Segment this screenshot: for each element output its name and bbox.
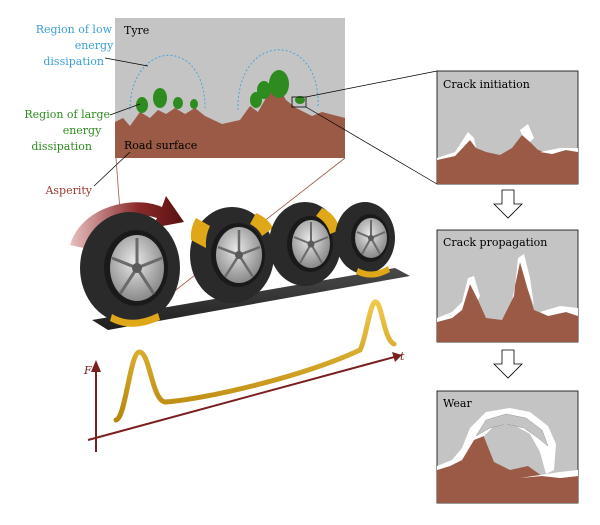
large-dissipation-label-1: Region of large bbox=[24, 108, 110, 121]
crack-propagation-title: Crack propagation bbox=[443, 236, 547, 249]
left-annotations: Region of low energy dissipation Region … bbox=[24, 23, 149, 197]
tire-2-tread-band bbox=[190, 218, 210, 248]
rotation-arrow bbox=[70, 196, 184, 248]
t-axis-arrowhead bbox=[392, 352, 402, 362]
tire-4-tread-band bbox=[356, 266, 390, 278]
crack-propagation-road bbox=[437, 262, 578, 342]
large-dissipation-label-3: dissipation bbox=[31, 140, 92, 153]
tire-3-tread-band bbox=[316, 208, 340, 234]
wear-road bbox=[437, 432, 578, 503]
crack-propagation-gap bbox=[437, 254, 578, 322]
low-dissipation-envelope-right bbox=[237, 49, 319, 111]
zoom-line-bottom bbox=[305, 106, 438, 185]
large-dissipation-pointer bbox=[109, 103, 141, 116]
crack-initiation-title: Crack initiation bbox=[443, 78, 530, 91]
crack-propagation-panel: Crack propagation bbox=[436, 229, 579, 343]
f-axis-label: F bbox=[83, 364, 92, 377]
crack-initiation-road bbox=[437, 135, 578, 184]
wear-title: Wear bbox=[443, 397, 472, 410]
tire-2 bbox=[190, 207, 274, 303]
crack-initiation-panel: Crack initiation bbox=[436, 70, 579, 185]
low-dissipation-label-3: dissipation bbox=[43, 55, 104, 68]
large-dissipation-zones bbox=[136, 70, 305, 113]
asperity-label: Asperity bbox=[44, 184, 92, 197]
asperity-pointer bbox=[93, 151, 131, 187]
zoom-box bbox=[291, 96, 307, 108]
f-axis-arrowhead bbox=[91, 360, 101, 372]
t-axis bbox=[87, 355, 399, 441]
force-time-graph: F t bbox=[83, 299, 405, 452]
road-surface-label: Road surface bbox=[124, 139, 197, 152]
wear-debris-gap bbox=[437, 408, 578, 478]
low-dissipation-label-2: energy bbox=[75, 39, 114, 52]
large-dissipation-label-2: energy bbox=[63, 124, 102, 137]
rolling-tires bbox=[70, 196, 410, 330]
down-arrow-2 bbox=[493, 349, 523, 379]
tire-4 bbox=[335, 202, 395, 278]
zoom-line-top bbox=[305, 70, 438, 98]
crack-initiation-gap bbox=[437, 124, 578, 160]
wear-particle bbox=[475, 413, 549, 447]
tire-1-tread-band bbox=[110, 313, 160, 327]
t-axis-label: t bbox=[400, 350, 405, 363]
tire-1 bbox=[80, 212, 180, 327]
wear-panel: Wear bbox=[436, 390, 579, 504]
force-curve bbox=[113, 299, 397, 423]
low-dissipation-envelope-left bbox=[129, 54, 206, 111]
tyre-label: Tyre bbox=[124, 24, 149, 37]
low-dissipation-pointer bbox=[104, 57, 149, 67]
tire-3 bbox=[269, 202, 341, 286]
road-surface bbox=[115, 82, 345, 158]
road-strip bbox=[92, 268, 410, 330]
low-dissipation-label-1: Region of low bbox=[36, 23, 113, 36]
contact-zone-panel: Tyre Road surface bbox=[115, 18, 438, 185]
down-arrow-1 bbox=[493, 189, 523, 219]
